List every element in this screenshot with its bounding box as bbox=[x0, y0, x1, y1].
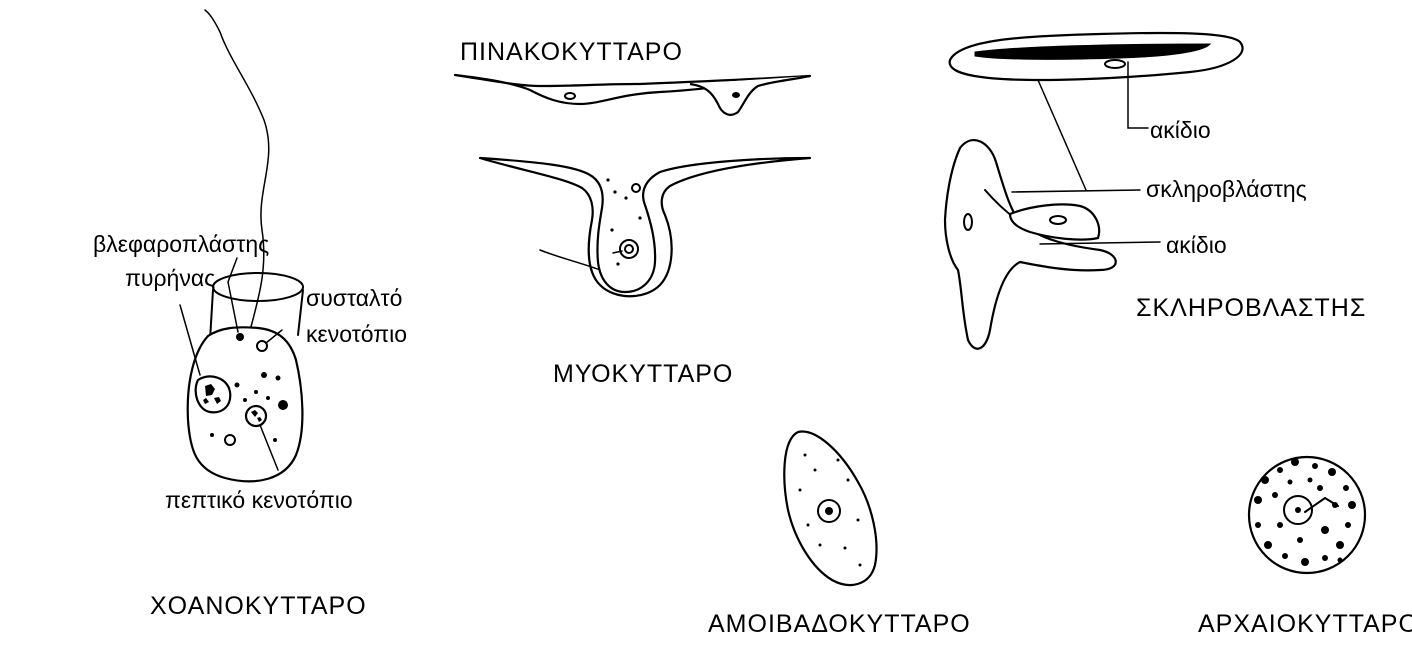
blepharoplast bbox=[236, 333, 244, 341]
archaeocyte-figure: ΑΡΧΑΙΟΚΥΤΤΑΡΟ bbox=[1198, 457, 1412, 638]
title-sclerocyte: ΣΚΛΗΡΟΒΛΑΣΤΗΣ bbox=[1136, 294, 1366, 322]
label-vacuole: κενοτόπιο bbox=[306, 321, 407, 347]
leader-scleroblast-v bbox=[1038, 80, 1086, 190]
myocyte-cell bbox=[480, 158, 810, 296]
leader-nucleus bbox=[180, 305, 200, 375]
archaeocyte-cell bbox=[1249, 457, 1365, 573]
title-choanocyte: ΧΟΑΝΟΚΥΤΤΑΡΟ bbox=[150, 592, 367, 620]
label-contractile: συσταλτό bbox=[306, 285, 402, 311]
amoebocyte-figure: ΑΜΟΙΒΑΔΟΚΥΤΤΑΡΟ bbox=[708, 432, 971, 638]
leader-blepharoplast bbox=[228, 258, 238, 332]
label-nucleus: πυρήνας bbox=[125, 265, 215, 291]
scleroblast-cell bbox=[945, 140, 1116, 349]
label-blepharoplast: βλεφαροπλάστης bbox=[93, 231, 269, 257]
choanocyte-figure: βλεφαροπλάστης πυρήνας συσταλτό κενοτόπι… bbox=[93, 10, 407, 620]
title-pinacocyte: ΠΙΝΑΚΟΚΥΤΤΑΡΟ bbox=[460, 38, 683, 66]
label-digestive: πεπτικό κενοτόπιο bbox=[165, 487, 353, 513]
title-amoebocyte: ΑΜΟΙΒΑΔΟΚΥΤΤΑΡΟ bbox=[708, 610, 971, 638]
label-scleroblast: σκληροβλάστης bbox=[1146, 176, 1307, 202]
collar-right bbox=[298, 290, 303, 335]
pinacocyte-cell-1 bbox=[455, 75, 810, 104]
sclerocyte-figure: ακίδιο σκληροβλάστης ακίδιο ΣΚΛΗΡΟΒΛΑΣΤΗ… bbox=[945, 33, 1366, 349]
leader-scleroblast bbox=[1012, 190, 1140, 192]
digestive-vacuole bbox=[246, 406, 266, 426]
pinacocyte-figure: ΠΙΝΑΚΟΚΥΤΤΑΡΟ bbox=[455, 38, 810, 115]
label-spicule-bottom: ακίδιο bbox=[1166, 232, 1227, 258]
title-myocyte: ΜΥΟΚΥΤΤΑΡΟ bbox=[553, 360, 733, 388]
nucleus bbox=[196, 376, 231, 412]
myocyte-figure: ΜΥΟΚΥΤΤΑΡΟ bbox=[480, 158, 810, 388]
label-spicule-top: ακίδιο bbox=[1150, 117, 1211, 143]
title-archaeocyte: ΑΡΧΑΙΟΚΥΤΤΑΡΟ bbox=[1198, 610, 1412, 638]
